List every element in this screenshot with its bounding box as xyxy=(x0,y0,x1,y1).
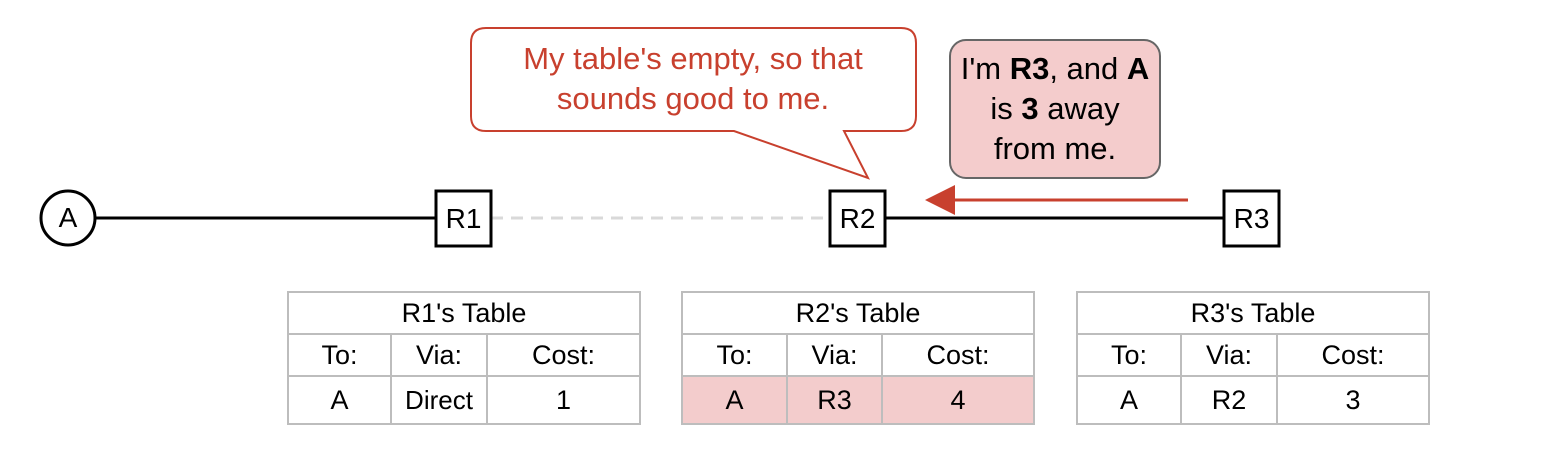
r2-speech-bubble-shape xyxy=(470,27,917,180)
r3-text-part7: away from me. xyxy=(993,91,1120,166)
r3-bubble-text: I'm R3, and A is 3 away from me. xyxy=(960,49,1150,169)
table-title: R2's Table xyxy=(680,291,1036,335)
r1-routing-table: R1's Table To: Via: Cost: A Direct 1 xyxy=(286,291,642,425)
r2-routing-table: R2's Table To: Via: Cost: A R3 4 xyxy=(680,291,1036,425)
node-r1-label: R1 xyxy=(445,202,482,234)
table-title: R3's Table xyxy=(1075,291,1431,335)
table-row-highlighted: A R3 4 xyxy=(681,375,1036,425)
column-header-to: To: xyxy=(287,333,392,377)
r3-text-part3: , and xyxy=(1049,51,1127,86)
cell-cost: 3 xyxy=(1275,375,1431,425)
r2-speech-bubble: My table's empty, so that sounds good to… xyxy=(470,28,916,130)
r3-text-bold-a: A xyxy=(1126,51,1150,86)
column-header-via: Via: xyxy=(1180,333,1278,377)
column-header-to: To: xyxy=(1076,333,1182,377)
column-header-to: To: xyxy=(681,333,788,377)
node-r2-shape xyxy=(828,189,887,248)
cell-via: R2 xyxy=(1180,375,1278,425)
column-header-cost: Cost: xyxy=(1275,333,1431,377)
r3-text-bold-3: 3 xyxy=(1021,91,1039,126)
r3-speech-box-shape xyxy=(949,39,1161,179)
r3-text-part1: I'm xyxy=(960,51,1010,86)
node-r3-label: R3 xyxy=(1233,202,1270,234)
r2-bubble-text: My table's empty, so that sounds good to… xyxy=(523,41,863,116)
node-r2-label: R2 xyxy=(839,202,876,234)
node-a-shape xyxy=(39,189,97,247)
r3-speech-box: I'm R3, and A is 3 away from me. xyxy=(950,40,1160,178)
cell-via: R3 xyxy=(786,375,883,425)
cell-to: A xyxy=(1076,375,1182,425)
table-row: A R2 3 xyxy=(1076,375,1431,425)
node-a-label: A xyxy=(58,202,78,233)
node-r3-shape xyxy=(1222,189,1281,248)
r3-routing-table: R3's Table To: Via: Cost: A R2 3 xyxy=(1075,291,1431,425)
cell-to: A xyxy=(287,375,392,425)
table-row: A Direct 1 xyxy=(287,375,642,425)
column-header-via: Via: xyxy=(390,333,488,377)
r3-text-bold-r3: R3 xyxy=(1009,51,1050,86)
node-r1-shape xyxy=(434,189,493,248)
cell-via: Direct xyxy=(390,375,488,425)
table-title: R1's Table xyxy=(286,291,642,335)
cell-cost: 4 xyxy=(880,375,1036,425)
column-header-cost: Cost: xyxy=(880,333,1036,377)
cell-cost: 1 xyxy=(485,375,642,425)
column-header-cost: Cost: xyxy=(485,333,642,377)
cell-to: A xyxy=(681,375,788,425)
column-header-via: Via: xyxy=(786,333,883,377)
r3-text-part5: is xyxy=(990,91,1022,126)
